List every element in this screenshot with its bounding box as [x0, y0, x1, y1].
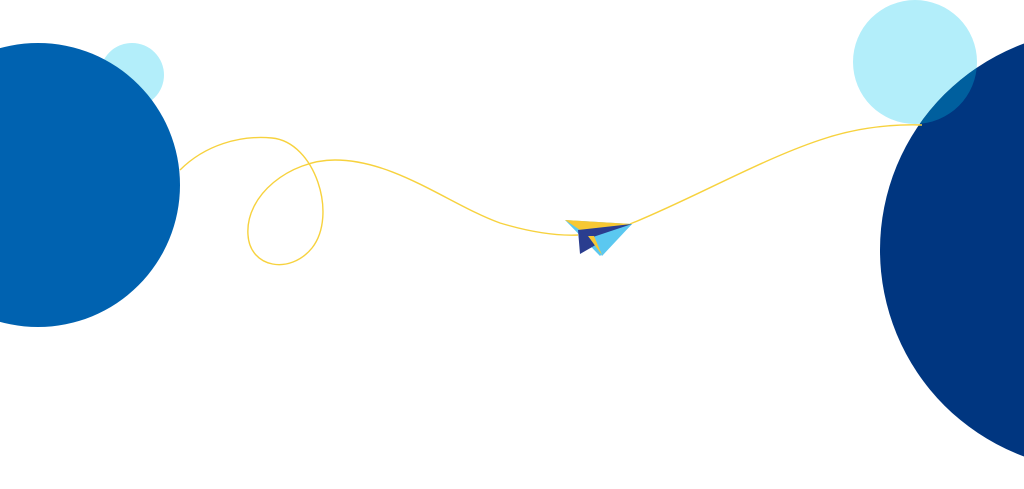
- large-blue-circle-left: [0, 43, 180, 327]
- flight-path-line-right: [629, 124, 923, 225]
- paper-plane-icon: [565, 220, 632, 256]
- flight-path-line: [179, 136, 579, 266]
- large-navy-circle-right: [880, 43, 1024, 457]
